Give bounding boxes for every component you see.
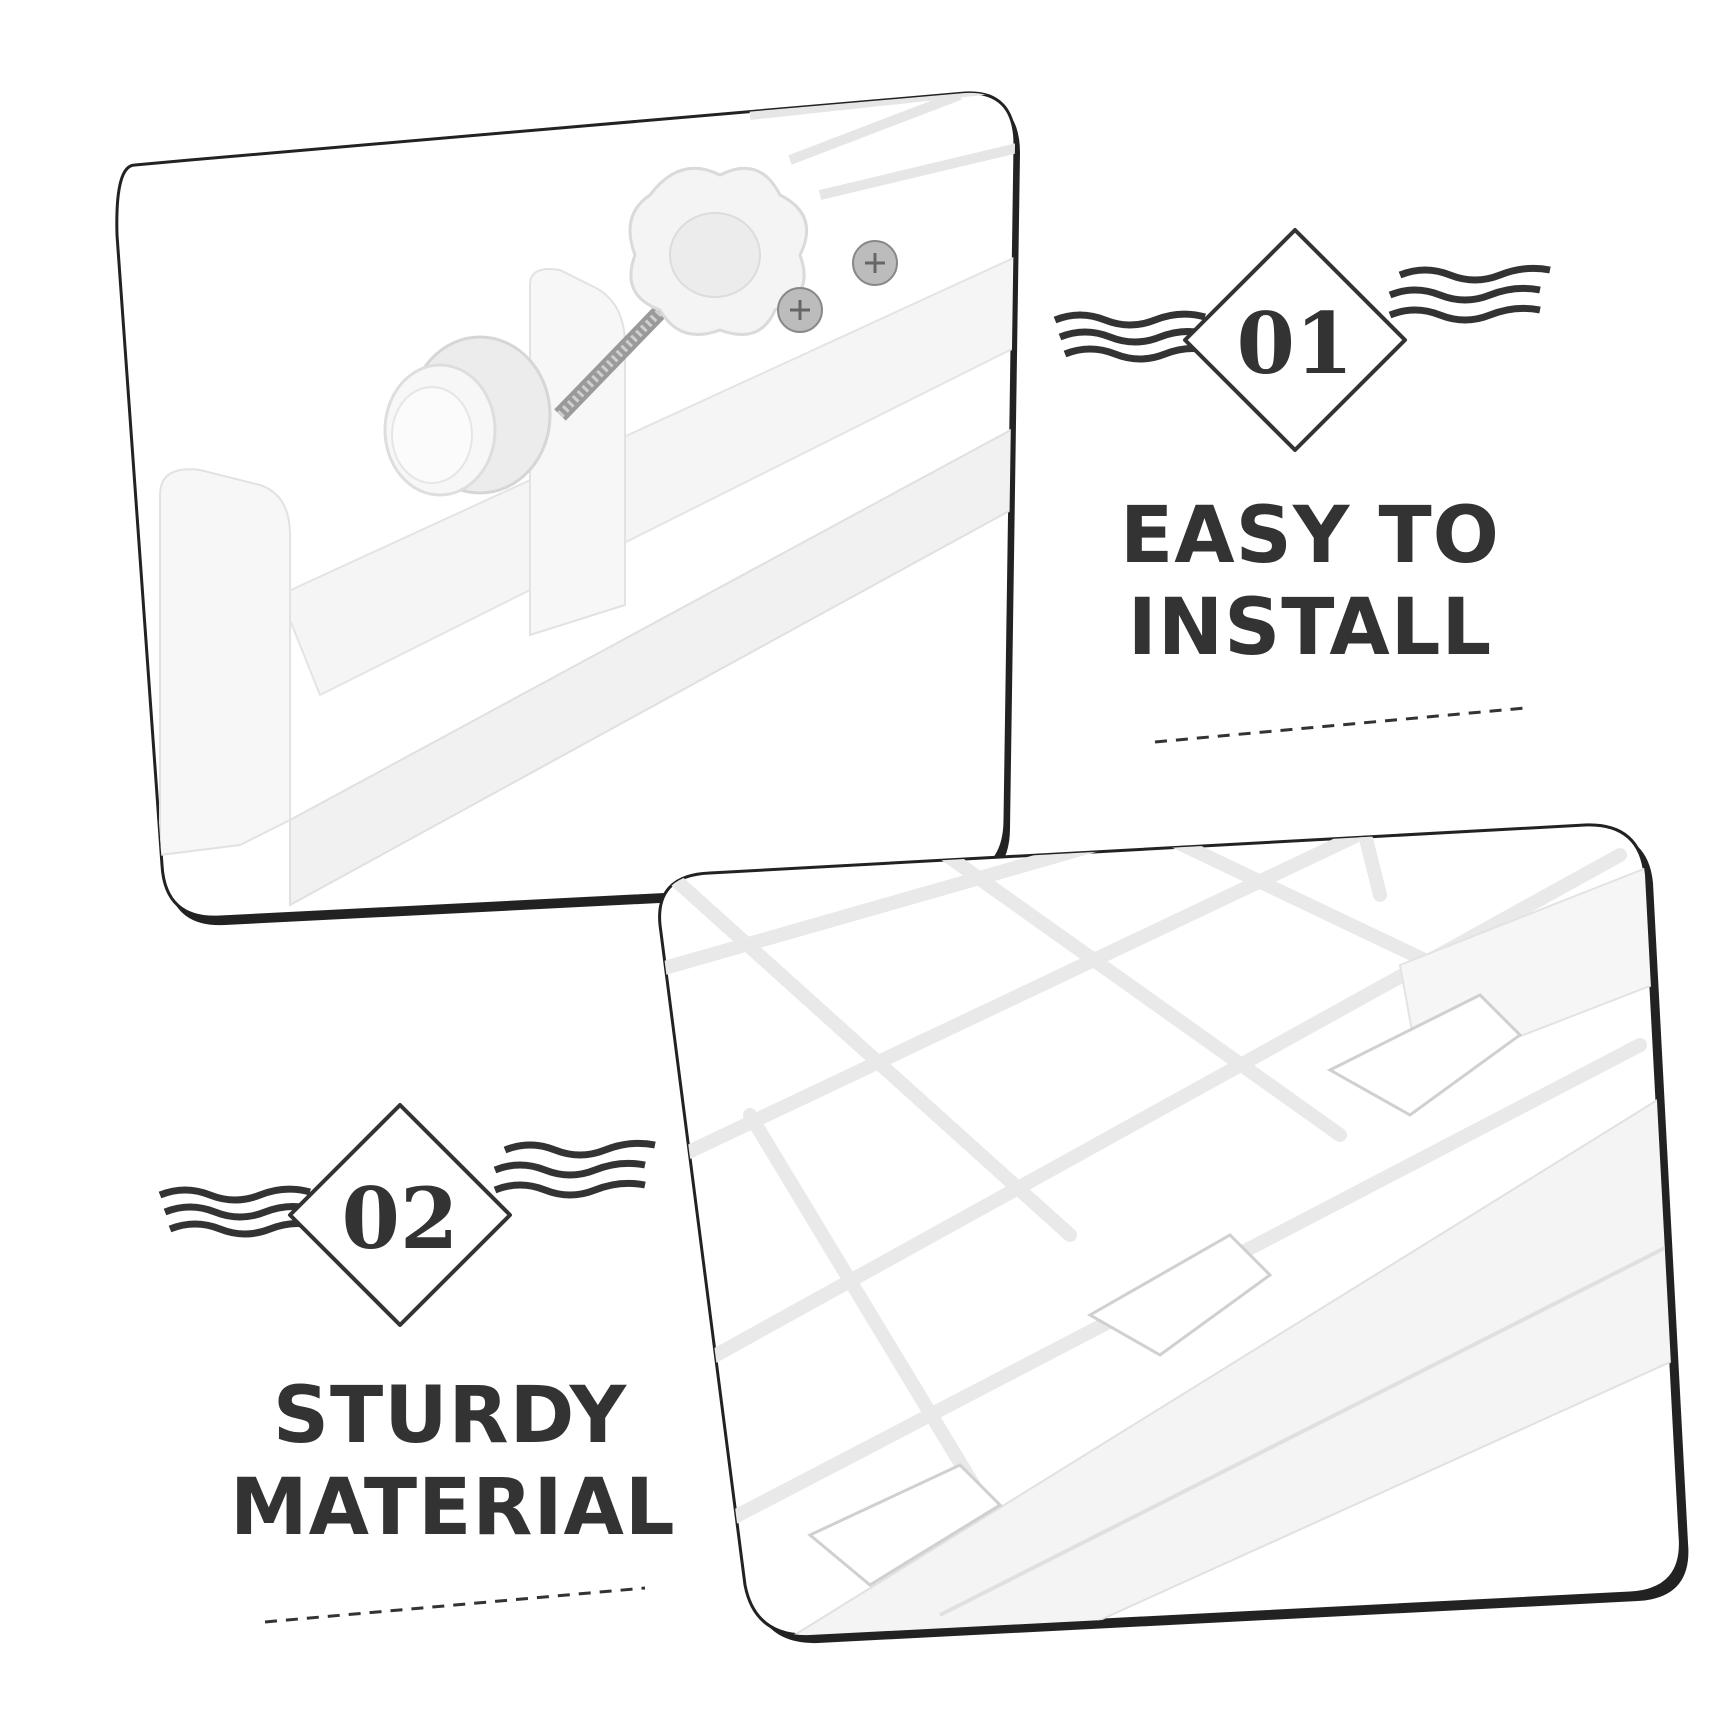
clamp-photo-panel bbox=[115, 91, 1021, 926]
wave-lines-icon bbox=[1053, 264, 1551, 363]
basket-photo-panel bbox=[658, 823, 1689, 1644]
wire-basket-photo bbox=[659, 824, 1681, 1636]
feature-01-dashed-rule bbox=[1154, 706, 1526, 744]
feature-02-line1: STURDY bbox=[272, 1371, 628, 1461]
diamond-badge-icon bbox=[1183, 228, 1407, 452]
feature-01-label: EASY TO INSTALL bbox=[1110, 490, 1510, 674]
star-knob bbox=[628, 166, 809, 336]
wave-lines-icon bbox=[158, 1139, 656, 1238]
feature-02-badge: 02 bbox=[158, 1103, 656, 1327]
round-knob bbox=[383, 335, 552, 497]
feature-01-line2: INSTALL bbox=[1127, 583, 1493, 674]
clamp-knob-photo bbox=[159, 92, 1016, 907]
feature-02-label: STURDY MATERIAL bbox=[230, 1370, 676, 1554]
screw-1 bbox=[852, 240, 898, 286]
feature-02-number: 02 bbox=[342, 1169, 459, 1268]
plate-cutouts bbox=[807, 993, 1523, 1587]
feature-01-badge: 01 bbox=[1053, 228, 1551, 452]
feature-02-line2: MATERIAL bbox=[230, 1463, 676, 1554]
screw-2 bbox=[777, 287, 823, 333]
feature-01-line1: EASY TO bbox=[1120, 491, 1500, 581]
feature-02-dashed-rule bbox=[264, 1586, 646, 1624]
feature-01-number: 01 bbox=[1237, 294, 1354, 393]
diamond-badge-icon bbox=[288, 1103, 512, 1327]
